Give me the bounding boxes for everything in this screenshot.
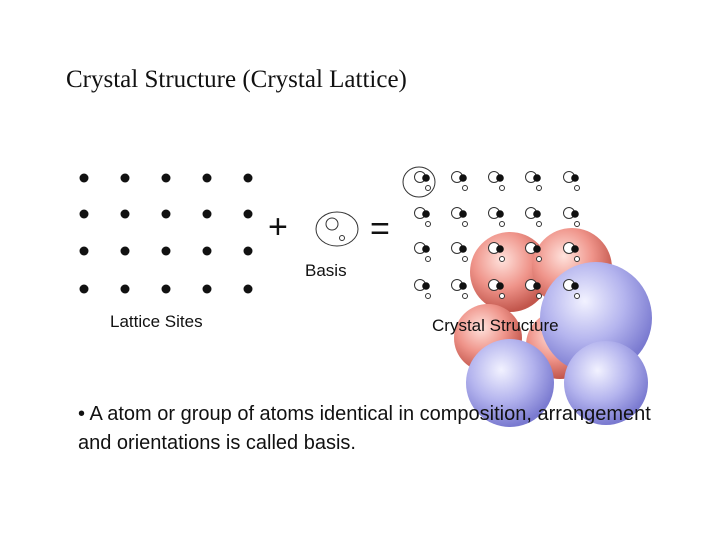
- basis-atom-small: [574, 185, 580, 191]
- bullet-text: • A atom or group of atoms identical in …: [78, 403, 651, 454]
- basis-atom-small: [499, 293, 505, 299]
- basis-atom-small: [499, 221, 505, 227]
- basis-outline: [315, 211, 359, 247]
- basis-atom-small: [462, 185, 468, 191]
- basis-atom-small: [574, 256, 580, 262]
- lattice-site-dot: [243, 246, 253, 256]
- basis-atom-small: [425, 221, 431, 227]
- basis-atom-small: [574, 221, 580, 227]
- lattice-site-dot: [533, 282, 541, 290]
- lattice-site-dot: [571, 245, 579, 253]
- basis-atom-small: [462, 293, 468, 299]
- lattice-site-dot: [161, 209, 171, 219]
- lattice-site-dot: [459, 174, 467, 182]
- equals-sign: =: [370, 210, 390, 248]
- lattice-site-dot: [496, 210, 504, 218]
- lattice-sites-label: Lattice Sites: [110, 312, 203, 331]
- lattice-site-dot: [533, 174, 541, 182]
- basis-atom-small: [499, 185, 505, 191]
- lattice-site-dot: [496, 245, 504, 253]
- lattice-site-dot: [459, 210, 467, 218]
- lattice-site-dot: [161, 246, 171, 256]
- lattice-site-dot: [120, 284, 130, 294]
- lattice-site-dot: [459, 282, 467, 290]
- lattice-site-dot: [422, 245, 430, 253]
- lattice-site-dot: [571, 210, 579, 218]
- basis-atom-small: [536, 185, 542, 191]
- basis-atom-small: [536, 221, 542, 227]
- lattice-site-dot: [79, 173, 89, 183]
- lattice-site-dot: [79, 246, 89, 256]
- crystal-structure-grid: [402, 166, 580, 299]
- lattice-site-dot: [422, 282, 430, 290]
- basis-atom-large: [325, 217, 339, 231]
- lattice-site-dot: [202, 284, 212, 294]
- basis-atom-small: [574, 293, 580, 299]
- lattice-site-dot: [422, 174, 430, 182]
- lattice-site-dot: [533, 245, 541, 253]
- lattice-site-dot: [243, 173, 253, 183]
- lattice-site-dot: [202, 246, 212, 256]
- basis-atom-small: [425, 185, 431, 191]
- lattice-site-dot: [161, 173, 171, 183]
- lattice-sites-grid: [79, 173, 253, 294]
- lattice-site-dot: [243, 284, 253, 294]
- lattice-site-dot: [79, 209, 89, 219]
- basis-atom-small: [536, 256, 542, 262]
- plus-sign: +: [268, 208, 288, 246]
- basis-atom-small: [339, 235, 345, 241]
- lattice-site-dot: [459, 245, 467, 253]
- basis-atom-small: [536, 293, 542, 299]
- sphere-blue: [564, 341, 648, 425]
- basis-atom-small: [462, 256, 468, 262]
- slide-title: Crystal Structure (Crystal Lattice): [66, 66, 407, 93]
- lattice-site-dot: [79, 284, 89, 294]
- lattice-site-dot: [202, 173, 212, 183]
- lattice-site-dot: [120, 246, 130, 256]
- lattice-site-dot: [202, 209, 212, 219]
- basis-atom-small: [425, 256, 431, 262]
- lattice-site-dot: [571, 174, 579, 182]
- basis-atom-small: [425, 293, 431, 299]
- basis-label: Basis: [305, 261, 347, 280]
- lattice-site-dot: [571, 282, 579, 290]
- lattice-site-dot: [422, 210, 430, 218]
- lattice-site-dot: [243, 209, 253, 219]
- lattice-site-dot: [161, 284, 171, 294]
- basis-group: [315, 211, 359, 247]
- lattice-site-dot: [120, 173, 130, 183]
- sphere-blue: [466, 339, 554, 427]
- basis-atom-small: [499, 256, 505, 262]
- crystal-structure-label: Crystal Structure: [432, 316, 559, 335]
- lattice-site-dot: [496, 174, 504, 182]
- lattice-site-dot: [533, 210, 541, 218]
- basis-outline: [402, 166, 436, 198]
- basis-atom-small: [462, 221, 468, 227]
- lattice-site-dot: [120, 209, 130, 219]
- lattice-site-dot: [496, 282, 504, 290]
